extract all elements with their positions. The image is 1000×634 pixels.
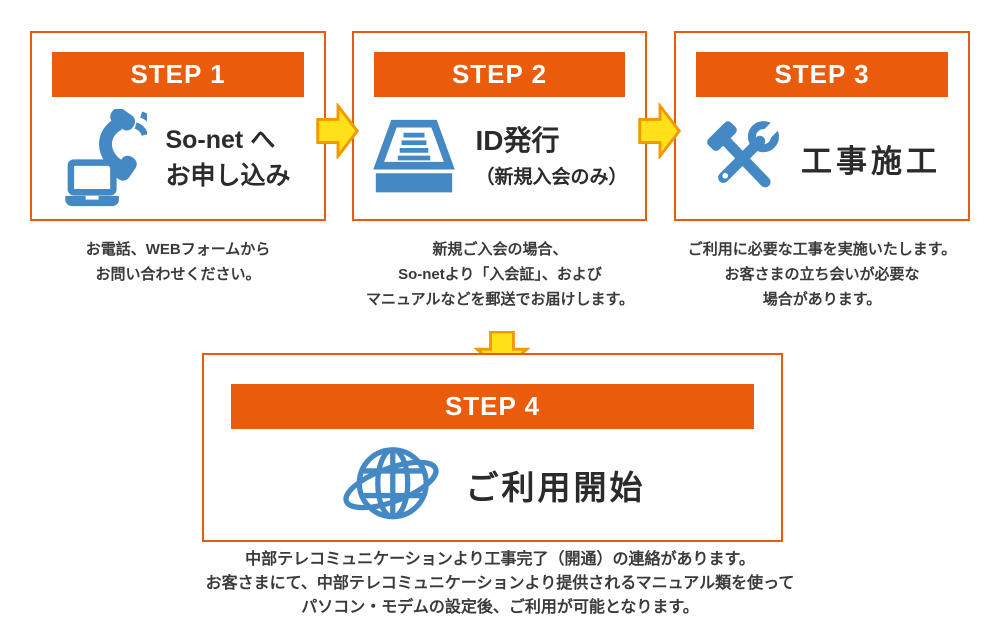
step3-caption-line3: 場合があります。	[762, 291, 882, 308]
step2-box: STEP 2 ID発行 （新規入会のみ）	[352, 31, 647, 221]
step2-caption-line3: マニュアルなどを郵送でお届けします。	[365, 291, 635, 308]
step3-header-bar: STEP 3	[696, 52, 948, 97]
step1-caption-line2: お問い合わせください。	[95, 266, 261, 283]
step4-caption-line3: パソコン・モデムの設定後、ご利用が可能となります。	[301, 599, 699, 616]
step2-content: ID発行 （新規入会のみ）	[354, 97, 645, 219]
step1-box: STEP 1 So-net へ	[30, 31, 326, 221]
tools-icon	[703, 117, 784, 198]
step1-caption-line1: お電話、WEBフォームから	[85, 241, 271, 258]
step1-title-line1: So-net へ	[165, 126, 276, 154]
step4-caption-line2: お客さまにて、中部テレコミュニケーションより提供されるマニュアル類を使って	[205, 575, 795, 592]
step2-title: ID発行 （新規入会のみ）	[475, 125, 627, 191]
step3-caption: ご利用に必要な工事を実施いたします。 お客さまの立ち会いが必要な 場合があります…	[662, 237, 982, 312]
step4-box: STEP 4 ご利用開始	[202, 353, 783, 542]
step3-label: STEP 3	[774, 59, 870, 89]
step4-content: ご利用開始	[204, 429, 781, 540]
step3-caption-line2: お客さまの立ち会いが必要な	[724, 266, 920, 283]
step1-caption: お電話、WEBフォームから お問い合わせください。	[30, 237, 326, 287]
arrow-right-icon-1	[316, 101, 360, 161]
step4-label: STEP 4	[444, 391, 541, 421]
step2-header-bar: STEP 2	[374, 52, 625, 97]
step2-label: STEP 2	[451, 59, 548, 89]
step4-caption-line1: 中部テレコミュニケーションより工事完了（開通）の連絡があります。	[245, 551, 755, 568]
step2-title-main: ID発行	[475, 125, 560, 156]
step2-caption: 新規ご入会の場合、 So-netより「入会証」、および マニュアルなどを郵送でお…	[340, 237, 660, 312]
step1-header-bar: STEP 1	[52, 52, 304, 97]
step3-content: 工事施工	[676, 97, 968, 219]
step2-title-sub: （新規入会のみ）	[475, 167, 628, 188]
step1-title: So-net へ お申し込み	[165, 122, 290, 194]
globe-icon	[340, 439, 442, 531]
step3-caption-line1: ご利用に必要な工事を実施いたします。	[687, 241, 957, 258]
step4-header-bar: STEP 4	[231, 384, 754, 429]
arrow-right-icon-2	[638, 101, 682, 161]
step1-title-line2: お申し込み	[165, 162, 291, 190]
step3-box: STEP 3 工事施工	[674, 31, 970, 221]
step2-caption-line2: So-netより「入会証」、および	[398, 266, 602, 283]
step3-title: 工事施工	[801, 143, 941, 179]
step4-title: ご利用開始	[465, 468, 646, 506]
step4-caption: 中部テレコミュニケーションより工事完了（開通）の連絡があります。 お客さまにて、…	[100, 548, 900, 620]
step2-caption-line1: 新規ご入会の場合、	[432, 241, 568, 258]
phone-laptop-icon	[65, 107, 160, 207]
step1-content: So-net へ お申し込み	[32, 97, 324, 219]
document-tray-icon	[371, 116, 457, 200]
step1-label: STEP 1	[130, 59, 226, 89]
